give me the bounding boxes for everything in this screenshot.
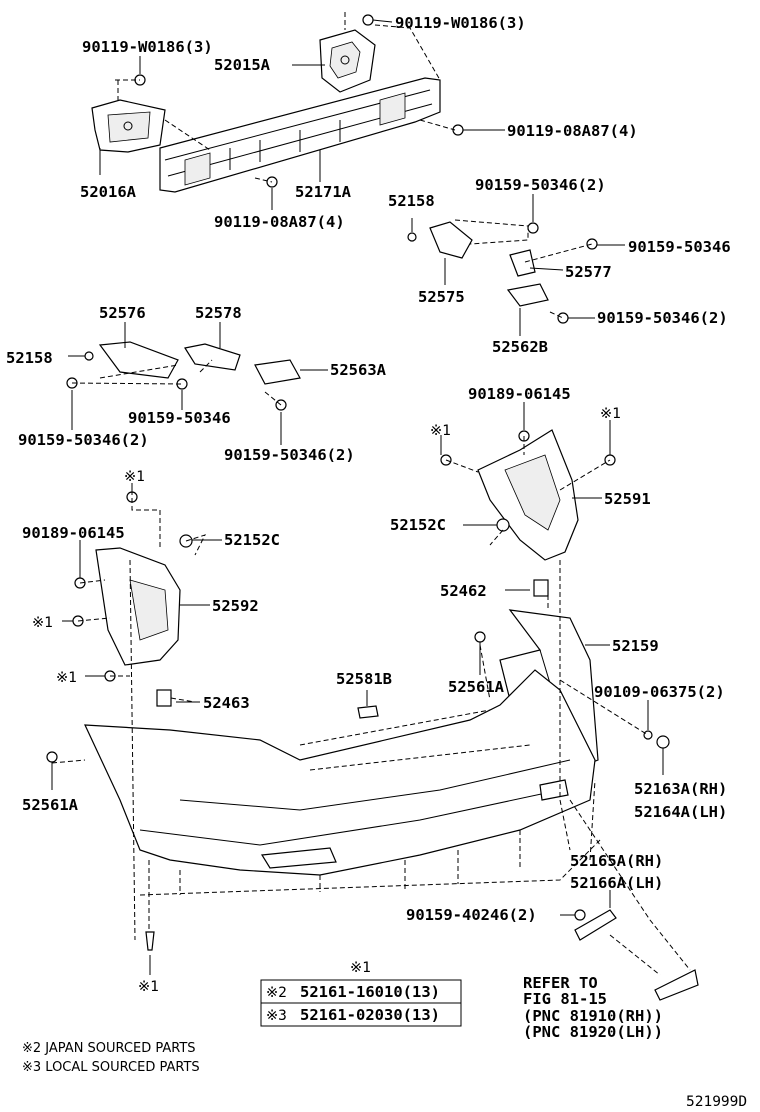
figure-code: 521999D: [686, 1094, 747, 1110]
side-retainer-52592-drawing: [72, 491, 193, 682]
callout-screw-r1: 90159-50346(2): [475, 176, 606, 194]
callout-bolt-top-right: 90119-W0186(3): [395, 14, 526, 32]
callout-bolt-top-left: 90119-W0186(3): [82, 38, 213, 56]
footnote-japan-sourced: ※2 JAPAN SOURCED PARTS: [22, 1041, 196, 1056]
center-support-drawings: [407, 221, 598, 324]
callout-cover-52159: 52159: [612, 637, 659, 655]
legend-table: ※1 ※2 52161-16010(13) ※3 52161-02030(13): [260, 960, 462, 1027]
callout-support-52576: 52576: [99, 304, 146, 322]
refer-line-1: REFER TO: [523, 974, 598, 992]
callout-bolt-right-a: 90119-08A87(4): [507, 122, 638, 140]
callout-bracket-52015a: 52015A: [214, 56, 271, 74]
callout-reinforcement: 52171A: [295, 183, 352, 201]
legend-row-part-2: 52161-02030(13): [300, 1006, 440, 1024]
side-support-drawings: [66, 341, 301, 411]
callout-pad-52581b: 52581B: [336, 670, 392, 688]
callout-mark-l-low: ※1: [56, 670, 77, 686]
legend-row-part-1: 52161-16010(13): [300, 983, 440, 1001]
callout-support-52575: 52575: [418, 288, 465, 306]
refer-line-2: FIG 81-15: [523, 990, 607, 1008]
callout-nut-52152c-left: 52152C: [224, 531, 280, 549]
callout-support-52578: 52578: [195, 304, 242, 322]
leader-lines: [51, 19, 664, 975]
callout-mark-l-top: ※1: [124, 469, 145, 485]
refer-note: REFER TO FIG 81-15 (PNC 81910(RH)) (PNC …: [523, 974, 663, 1041]
bracket-52015a-drawing: [319, 29, 376, 93]
rear-bumper-cover-drawing: [46, 669, 596, 876]
callout-mark-r1: ※1: [430, 423, 451, 439]
refer-line-4: (PNC 81920(LH)): [523, 1023, 663, 1041]
legend-table-header: ※1: [350, 960, 371, 976]
callout-screw-90109: 90109-06375(2): [594, 683, 725, 701]
callout-spacer-52577: 52577: [565, 263, 612, 281]
bolt-icons: [134, 14, 464, 188]
footnote-local-sourced: ※3 LOCAL SOURCED PARTS: [22, 1060, 200, 1075]
callout-mold-52166a: 52166A(LH): [570, 874, 663, 892]
callout-screw-r3: 90159-50346(2): [597, 309, 728, 327]
callout-screw-r2: 90159-50346: [628, 238, 731, 256]
callout-retainer-52562b: 52562B: [492, 338, 548, 356]
callout-clip-52158-left: 52158: [6, 349, 53, 367]
bumper-reinforcement-drawing: [159, 77, 441, 193]
bracket-52016a-drawing: [91, 99, 166, 153]
callout-screw-90189-right: 90189-06145: [468, 385, 571, 403]
callout-screw-l1: 90159-50346: [128, 409, 231, 427]
callout-mark-r2: ※1: [600, 406, 621, 422]
legend-row-mark-1: ※2: [266, 985, 287, 1001]
callout-screw-90189-left: 90189-06145: [22, 524, 125, 542]
callout-screw-90159-40246: 90159-40246(2): [406, 906, 537, 924]
callout-mark-l-mid: ※1: [32, 615, 53, 631]
callout-pad-52462: 52462: [440, 582, 487, 600]
callout-side-52591: 52591: [604, 490, 651, 508]
legend-row-mark-2: ※3: [266, 1008, 287, 1024]
callout-bolt-mid-a: 90119-08A87(4): [214, 213, 345, 231]
callout-bracket-52016a: 52016A: [80, 183, 137, 201]
callout-clip-52158-right: 52158: [388, 192, 435, 210]
callout-retainer-52563a: 52563A: [330, 361, 387, 379]
callout-plug-52164a: 52164A(LH): [634, 803, 727, 821]
callout-plug-52163a: 52163A(RH): [634, 780, 727, 798]
alignment-lines: [51, 12, 691, 976]
callout-side-52592: 52592: [212, 597, 259, 615]
callout-screw-l3: 90159-50346(2): [224, 446, 355, 464]
callout-pad-52463: 52463: [203, 694, 250, 712]
callout-clip-52561a-left: 52561A: [22, 796, 79, 814]
callout-mark-bottom: ※1: [138, 979, 159, 995]
callout-nut-52152c-right: 52152C: [390, 516, 446, 534]
refer-line-3: (PNC 81910(RH)): [523, 1007, 663, 1025]
callout-screw-l2: 90159-50346(2): [18, 431, 149, 449]
side-retainer-52591-drawing: [440, 429, 616, 561]
callout-mold-52165a: 52165A(RH): [570, 852, 663, 870]
callout-clip-52561a-right: 52561A: [448, 678, 505, 696]
molding-drawings: [145, 909, 699, 1001]
